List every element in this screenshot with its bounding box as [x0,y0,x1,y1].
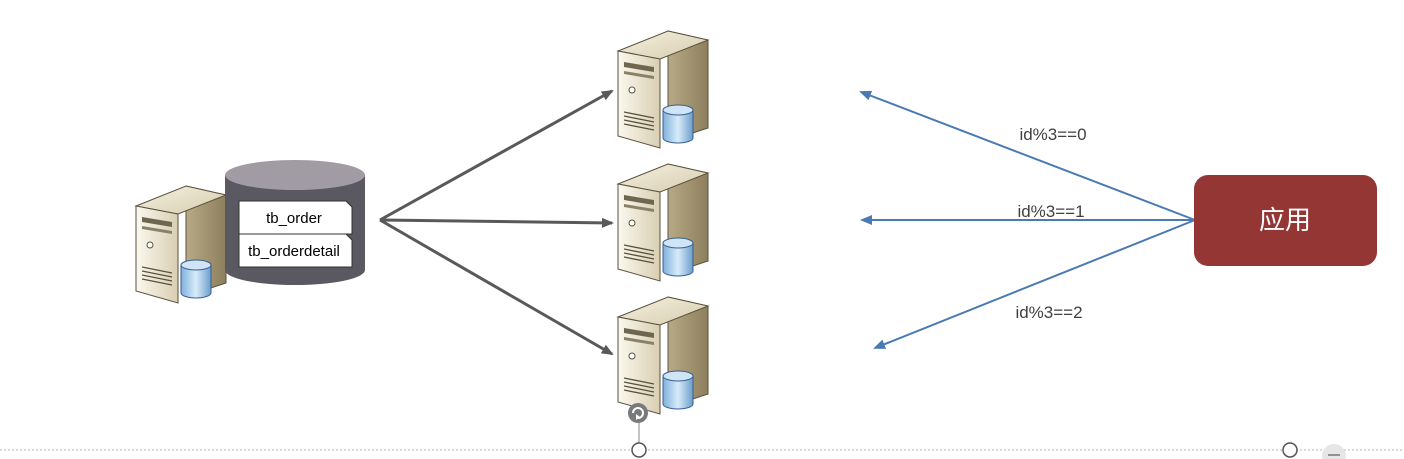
source-server-icon [135,185,227,304]
shard-server-1-icon [617,163,709,282]
table-tb-orderdetail: tb_orderdetail [238,233,353,268]
app-box: 应用 [1194,175,1377,266]
split-arrow-top [379,89,614,222]
table-label-tb-order: tb_order [266,210,322,227]
shard-server-0-icon [617,30,709,149]
app-label: 应用 [1259,205,1311,235]
route-label-0: id%3==0 [1019,125,1086,144]
resize-handle-icon[interactable] [631,442,647,458]
table-label-tb-orderdetail: tb_orderdetail [248,243,340,260]
route-label-2: id%3==2 [1015,303,1082,322]
split-arrow-middle [379,217,614,228]
route-label-1: id%3==1 [1017,202,1084,221]
rotate-handle-icon[interactable] [628,403,648,423]
resize-handle-right-icon[interactable] [1282,442,1298,458]
route-arrow-2 [873,219,1196,349]
table-tb-order: tb_order [238,200,353,235]
route-arrow-0 [859,90,1196,221]
shard-server-2-icon [617,296,709,415]
split-arrow-bottom [379,218,614,356]
collapse-handle-icon[interactable] [1322,444,1346,459]
